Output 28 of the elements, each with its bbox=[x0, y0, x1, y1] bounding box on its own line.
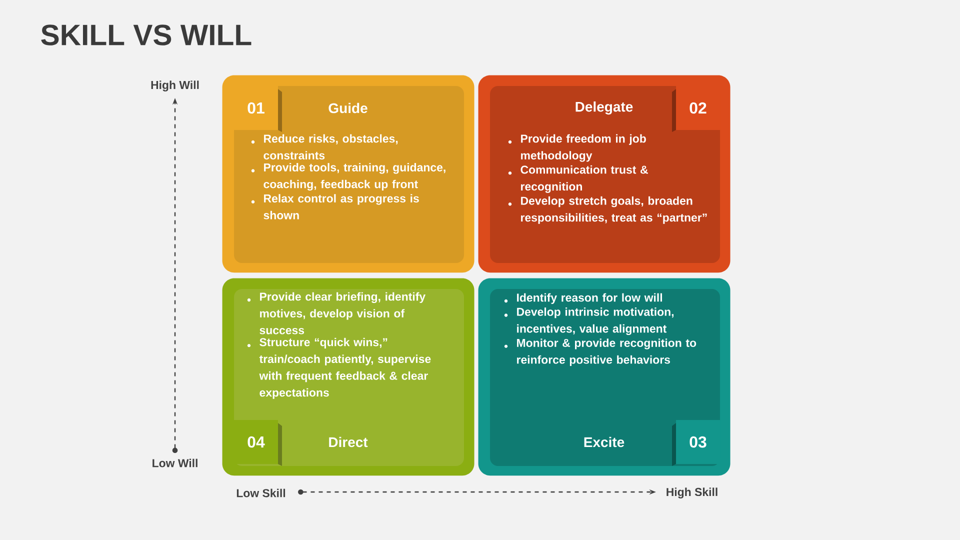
heading: Guide bbox=[328, 102, 368, 114]
quadrant-card bbox=[478, 75, 730, 273]
title: SKILL VS WILL bbox=[41, 24, 252, 46]
bullet-item: Identify reason for low will bbox=[504, 293, 662, 304]
number-tab: 03 bbox=[672, 420, 720, 466]
number-tab: 02 bbox=[672, 86, 720, 132]
bullet-item: Develop stretch goals, broaden responsibilities, treat as “partner” bbox=[508, 196, 707, 224]
heading: Direct bbox=[329, 436, 368, 448]
axis-label: High Skill bbox=[666, 488, 718, 498]
axis-label: Low Skill bbox=[236, 488, 286, 498]
bullet-item: Develop intrinsic motivation, incentives, value alignment bbox=[504, 308, 674, 336]
bullet-item: Relax control as progress is shown bbox=[251, 194, 419, 220]
bullet-item: Provide tools, training, guidance, coaching, feedback up front bbox=[251, 163, 446, 191]
quadrant-card bbox=[222, 75, 474, 273]
bullet-item: Reduce risks, obstacles, constraints bbox=[251, 134, 398, 160]
axis-label: High Will bbox=[151, 80, 199, 92]
axis-label: Low Will bbox=[152, 458, 198, 468]
bullet-item: Provide clear briefing, identify motives, develop vision of success bbox=[247, 292, 426, 334]
bullet-item: Provide freedom in job methodology bbox=[508, 134, 646, 162]
number-tab: 01 bbox=[234, 86, 282, 132]
quadrant-card bbox=[478, 278, 730, 476]
bullet-item: Communication trust & recognition bbox=[508, 165, 648, 193]
bullet-item: Structure “quick wins,” train/coach patiently, supervise with frequent feedback & clear expectations bbox=[247, 338, 431, 399]
heading: Delegate bbox=[576, 101, 633, 115]
number-tab: 04 bbox=[234, 420, 282, 466]
heading: Excite bbox=[584, 436, 624, 448]
quadrant-card bbox=[222, 278, 474, 476]
bullet-item: Monitor & provide recognition to reinforce positive behaviors bbox=[504, 338, 696, 366]
